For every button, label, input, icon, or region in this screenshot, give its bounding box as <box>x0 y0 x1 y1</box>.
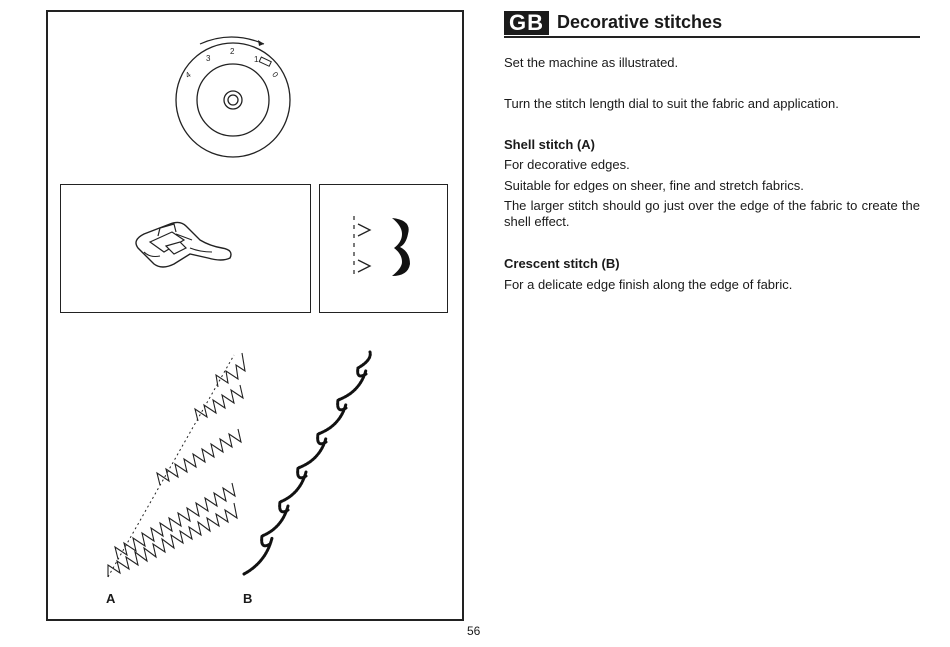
crescent-stitch-icon <box>392 218 410 276</box>
stitch-length-dial: 4 3 2 1 0 <box>175 36 291 158</box>
crescent-stitch-line-1: For a delicate edge finish along the edg… <box>504 277 793 292</box>
dial-number-4: 4 <box>184 70 193 80</box>
crescent-stitch-heading: Crescent stitch (B) <box>504 256 620 271</box>
dial-number-2: 2 <box>230 47 235 56</box>
shell-stitch-line-1: For decorative edges. <box>504 157 630 172</box>
intro-paragraph-1: Set the machine as illustrated. <box>504 55 679 70</box>
shell-stitch-sample <box>107 352 246 578</box>
crescent-stitch-sample <box>242 350 372 576</box>
shell-stitch-heading: Shell stitch (A) <box>504 137 596 152</box>
shell-stitch-icon <box>353 216 372 276</box>
dial-number-1: 1 <box>254 55 259 64</box>
page-title: Decorative stitches <box>557 12 723 32</box>
presser-foot-icon <box>135 221 232 268</box>
shell-stitch-line-2: Suitable for edges on sheer, fine and st… <box>504 178 804 193</box>
title-underline <box>504 36 920 38</box>
stitch-pattern-box <box>319 184 448 313</box>
label-b: B <box>243 591 253 606</box>
language-badge: GB <box>504 11 549 35</box>
shell-stitch-line-3: The larger stitch should go just over th… <box>504 198 920 229</box>
page-number: 56 <box>467 624 481 638</box>
intro-paragraph-2: Turn the stitch length dial to suit the … <box>504 96 839 111</box>
illustration-frame <box>46 10 464 621</box>
presser-foot-box <box>60 184 311 313</box>
dial-number-3: 3 <box>206 54 211 63</box>
label-a: A <box>106 591 116 606</box>
stitch-pattern-icons <box>353 216 410 276</box>
dial-number-0: 0 <box>270 70 280 80</box>
